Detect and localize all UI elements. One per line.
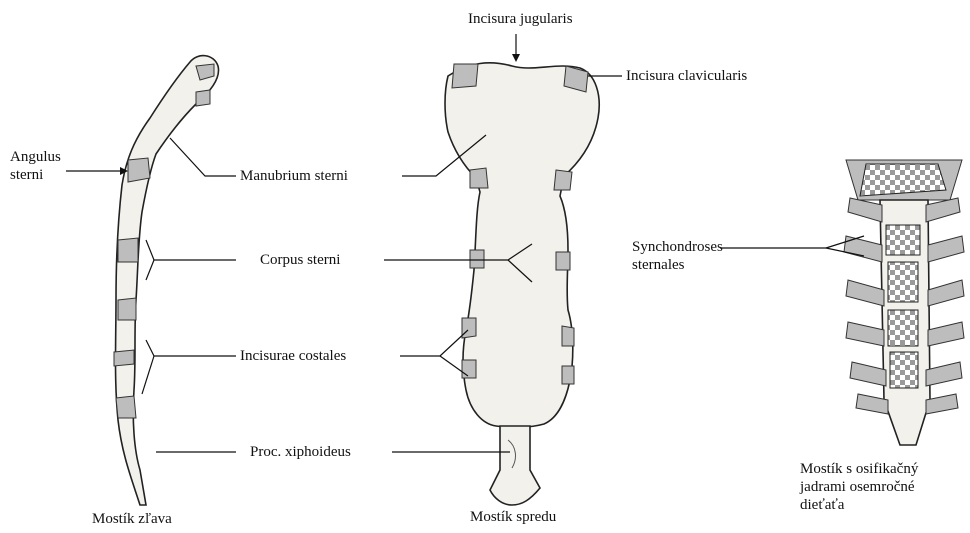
label-angulus-sterni: Angulus sterni bbox=[10, 148, 61, 184]
label-incisura-clavicularis: Incisura clavicularis bbox=[626, 67, 747, 85]
sternum-front-view bbox=[445, 63, 599, 505]
label-incisura-jugularis: Incisura jugularis bbox=[468, 10, 573, 28]
child-sternum-view bbox=[844, 160, 964, 445]
label-corpus-sterni: Corpus sterni bbox=[260, 251, 340, 269]
label-manubrium-sterni: Manubrium sterni bbox=[240, 167, 348, 185]
caption-child-view: Mostík s osifikačný jadrami osemročné di… bbox=[800, 460, 918, 514]
label-synchondroses-sternales: Synchondroses sternales bbox=[632, 238, 723, 274]
caption-left-view: Mostík zľava bbox=[92, 510, 172, 528]
label-proc-xiphoideus: Proc. xiphoideus bbox=[250, 443, 351, 461]
sternum-lateral-view bbox=[114, 56, 218, 505]
label-incisurae-costales: Incisurae costales bbox=[240, 347, 346, 365]
caption-front-view: Mostík spredu bbox=[470, 508, 556, 526]
